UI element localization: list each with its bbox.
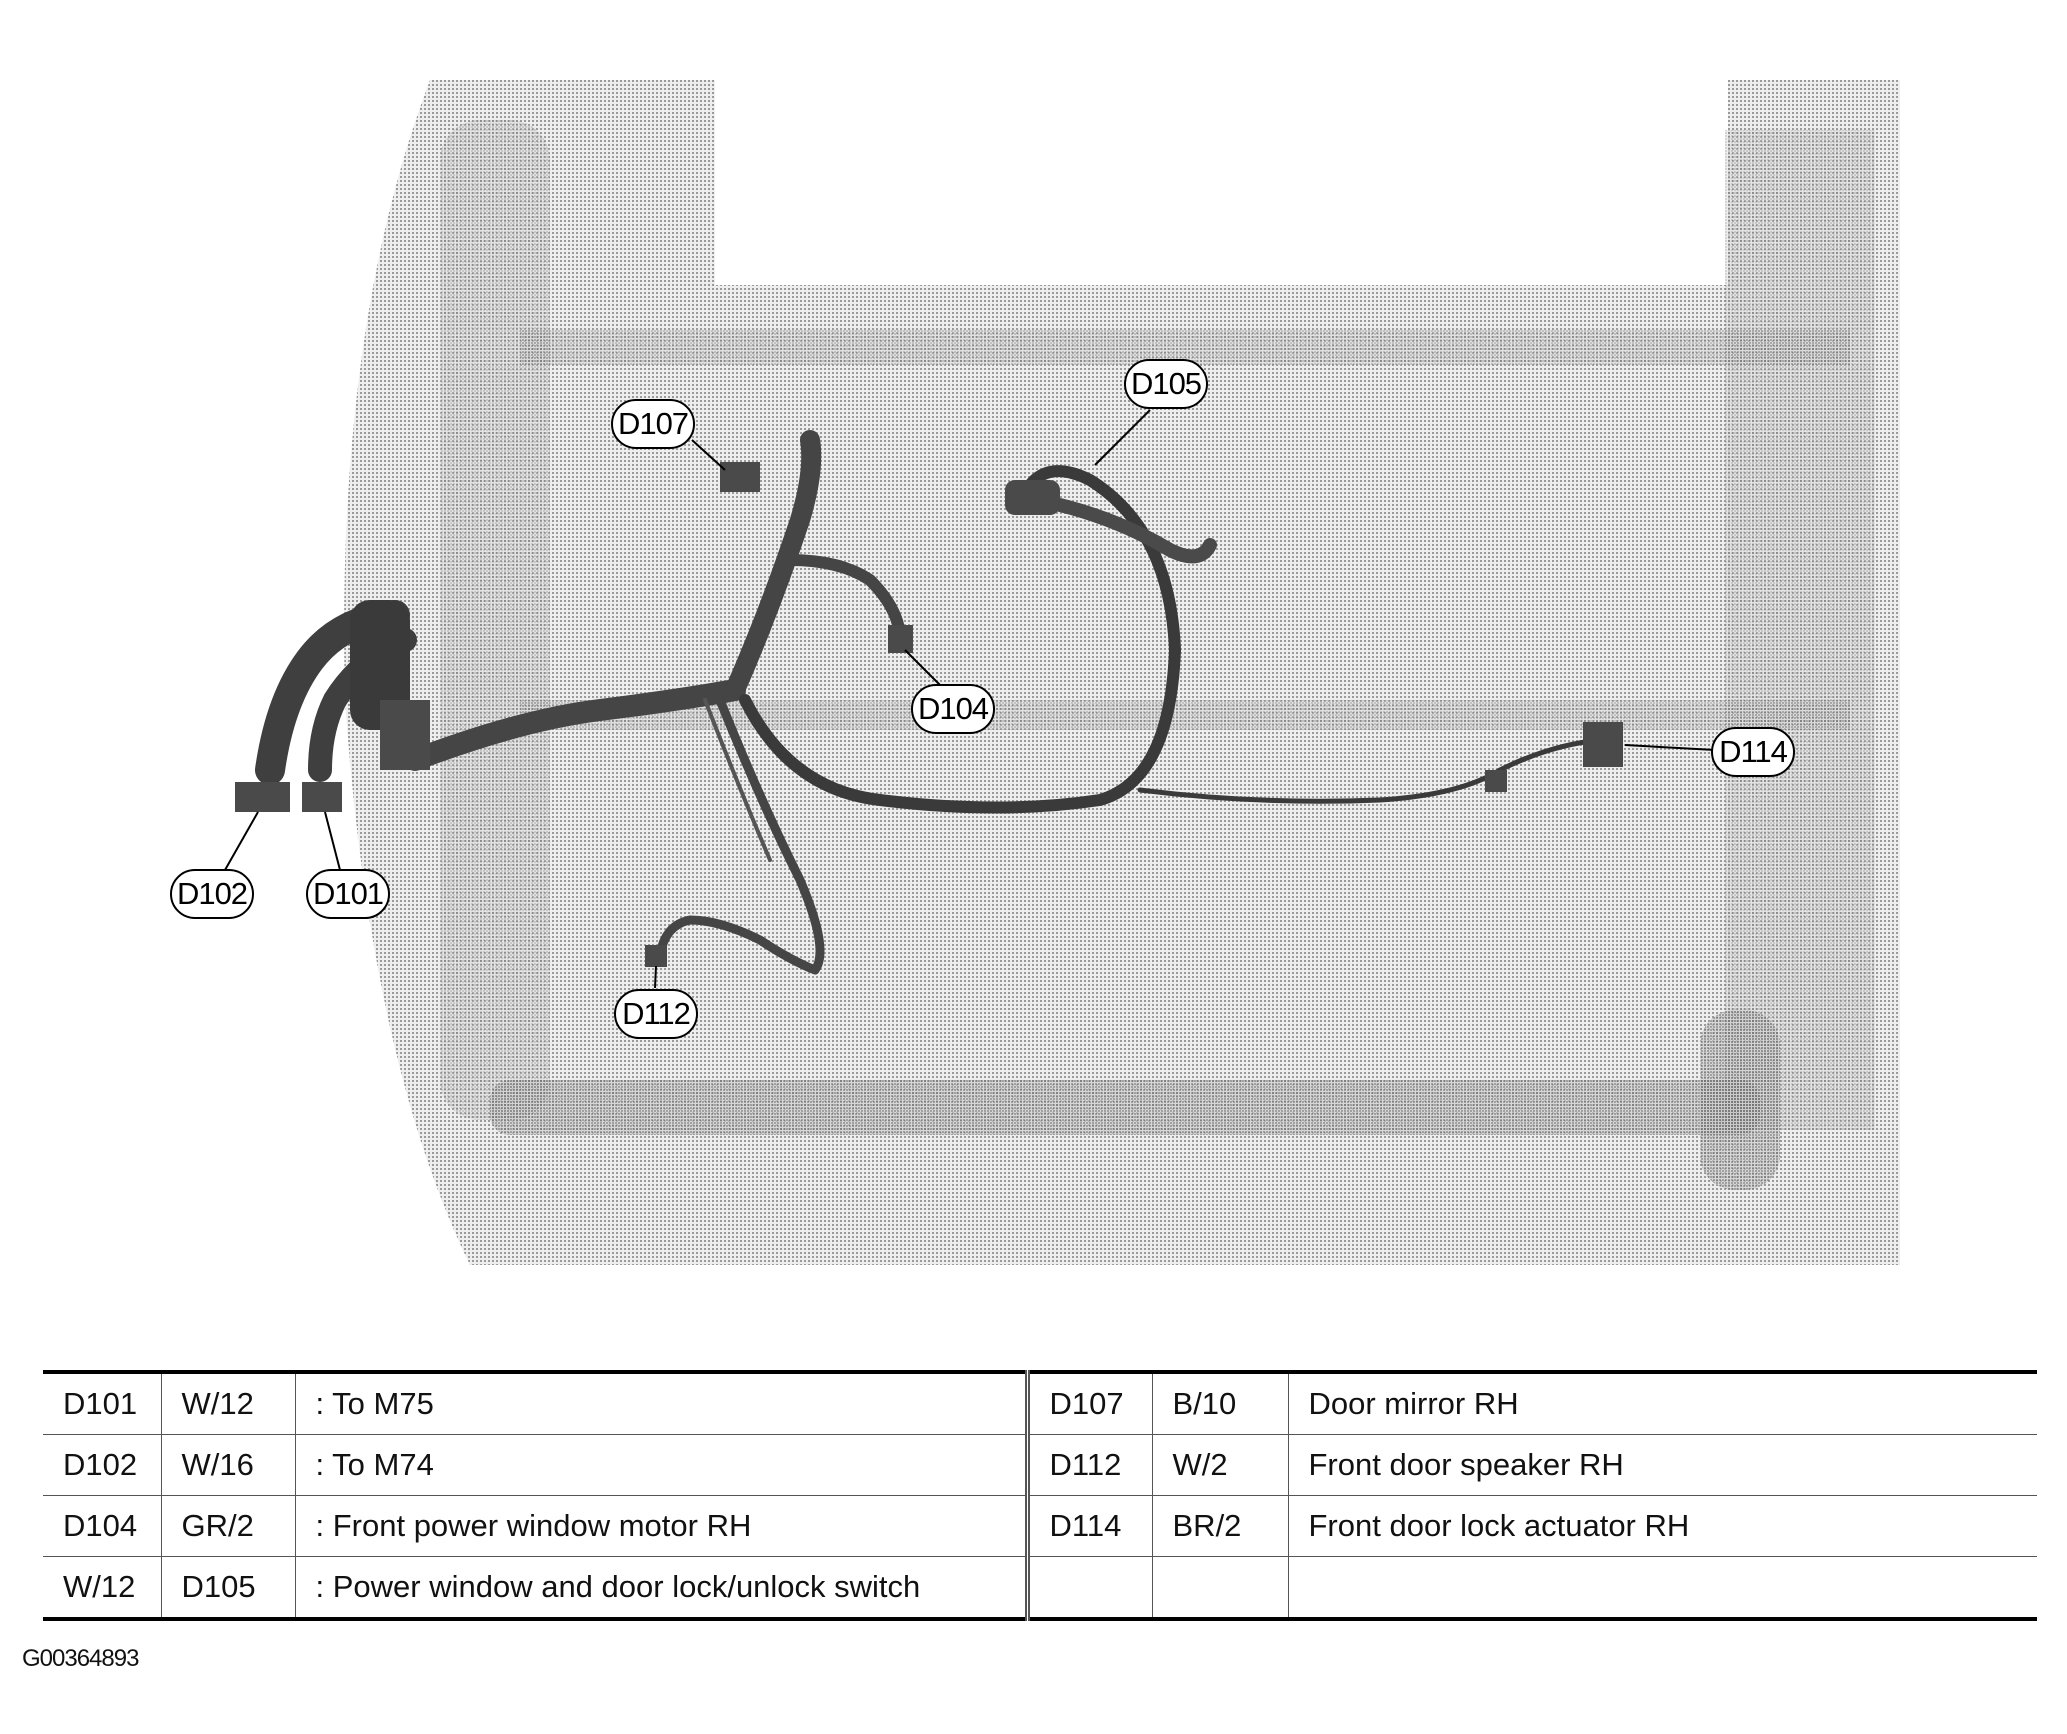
callout-d105: D105	[1124, 359, 1208, 409]
table-cell: : Front power window motor RH	[294, 1495, 1027, 1557]
connector-d114	[1583, 722, 1623, 767]
leader-lines	[224, 409, 1716, 989]
wiring-harness	[255, 430, 1603, 975]
table-cell: W/12	[63, 1569, 136, 1604]
table-cell: D102	[63, 1447, 138, 1482]
callout-d104-label: D104	[918, 691, 989, 726]
table-cell	[1151, 1556, 1288, 1619]
callout-d102-label: D102	[177, 876, 247, 911]
callout-d114-label: D114	[1719, 734, 1788, 769]
table-cell: D101	[63, 1386, 138, 1421]
image-code: G00364893	[22, 1645, 139, 1672]
table-cell: Front door speaker RH	[1287, 1434, 2037, 1496]
door-panel	[344, 80, 1900, 1265]
table-cell	[1024, 1556, 1152, 1619]
connector-d105	[1005, 480, 1060, 515]
table-cell: D105	[160, 1556, 295, 1619]
table-cell: Front door lock actuator RH	[1287, 1495, 2037, 1557]
connector-legend-table: D101 W/12 : To M75 D107 B/10 Door mirror…	[43, 1370, 2037, 1621]
callout-d114: D114	[1711, 727, 1795, 777]
table-cell: D114	[1024, 1495, 1152, 1557]
callout-d112: D112	[614, 989, 698, 1039]
callout-d101-label: D101	[313, 876, 383, 911]
table-cell: D112	[1024, 1434, 1152, 1496]
table-cell: W/12	[160, 1372, 295, 1435]
table-row: D102 W/16 : To M74 D112 W/2 Front door s…	[43, 1434, 2037, 1496]
callout-d101: D101	[306, 869, 390, 919]
table-cell: Door mirror RH	[1287, 1372, 2037, 1435]
connector-d104	[888, 625, 913, 653]
table-cell: : To M74	[294, 1434, 1027, 1496]
table-row: D101 W/12 : To M75 D107 B/10 Door mirror…	[43, 1372, 2037, 1435]
table-cell: : Power window and door lock/unlock swit…	[294, 1556, 1027, 1619]
connector-d101	[302, 782, 342, 812]
callout-d104: D104	[911, 684, 995, 734]
door-harness-diagram: D107 D105 D104 D114 D102 D101 D112	[170, 80, 1900, 1265]
connector-inline	[1485, 770, 1507, 792]
table-row: D104 GR/2 : Front power window motor RH …	[43, 1495, 2037, 1557]
table-cell: W/2	[1151, 1434, 1288, 1496]
table-cell: : To M75	[294, 1372, 1027, 1435]
connector-d107	[720, 462, 760, 492]
connectors	[235, 462, 1623, 967]
table-row: W/12 D105 : Power window and door lock/u…	[43, 1556, 2037, 1619]
connector-d112	[645, 945, 667, 967]
table-cell: D104	[63, 1508, 138, 1543]
table-cell: BR/2	[1151, 1495, 1288, 1557]
table-cell	[1287, 1556, 2037, 1619]
callout-d112-label: D112	[622, 996, 690, 1031]
callout-d107-label: D107	[618, 406, 688, 441]
table-cell: B/10	[1151, 1372, 1288, 1435]
table-cell: D107	[1024, 1372, 1152, 1435]
table-cell: W/16	[160, 1434, 295, 1496]
table-cell: GR/2	[160, 1495, 295, 1557]
callout-d102: D102	[170, 869, 254, 919]
callout-d107: D107	[611, 399, 695, 449]
connector-d102	[235, 782, 290, 812]
callout-d105-label: D105	[1131, 366, 1201, 401]
